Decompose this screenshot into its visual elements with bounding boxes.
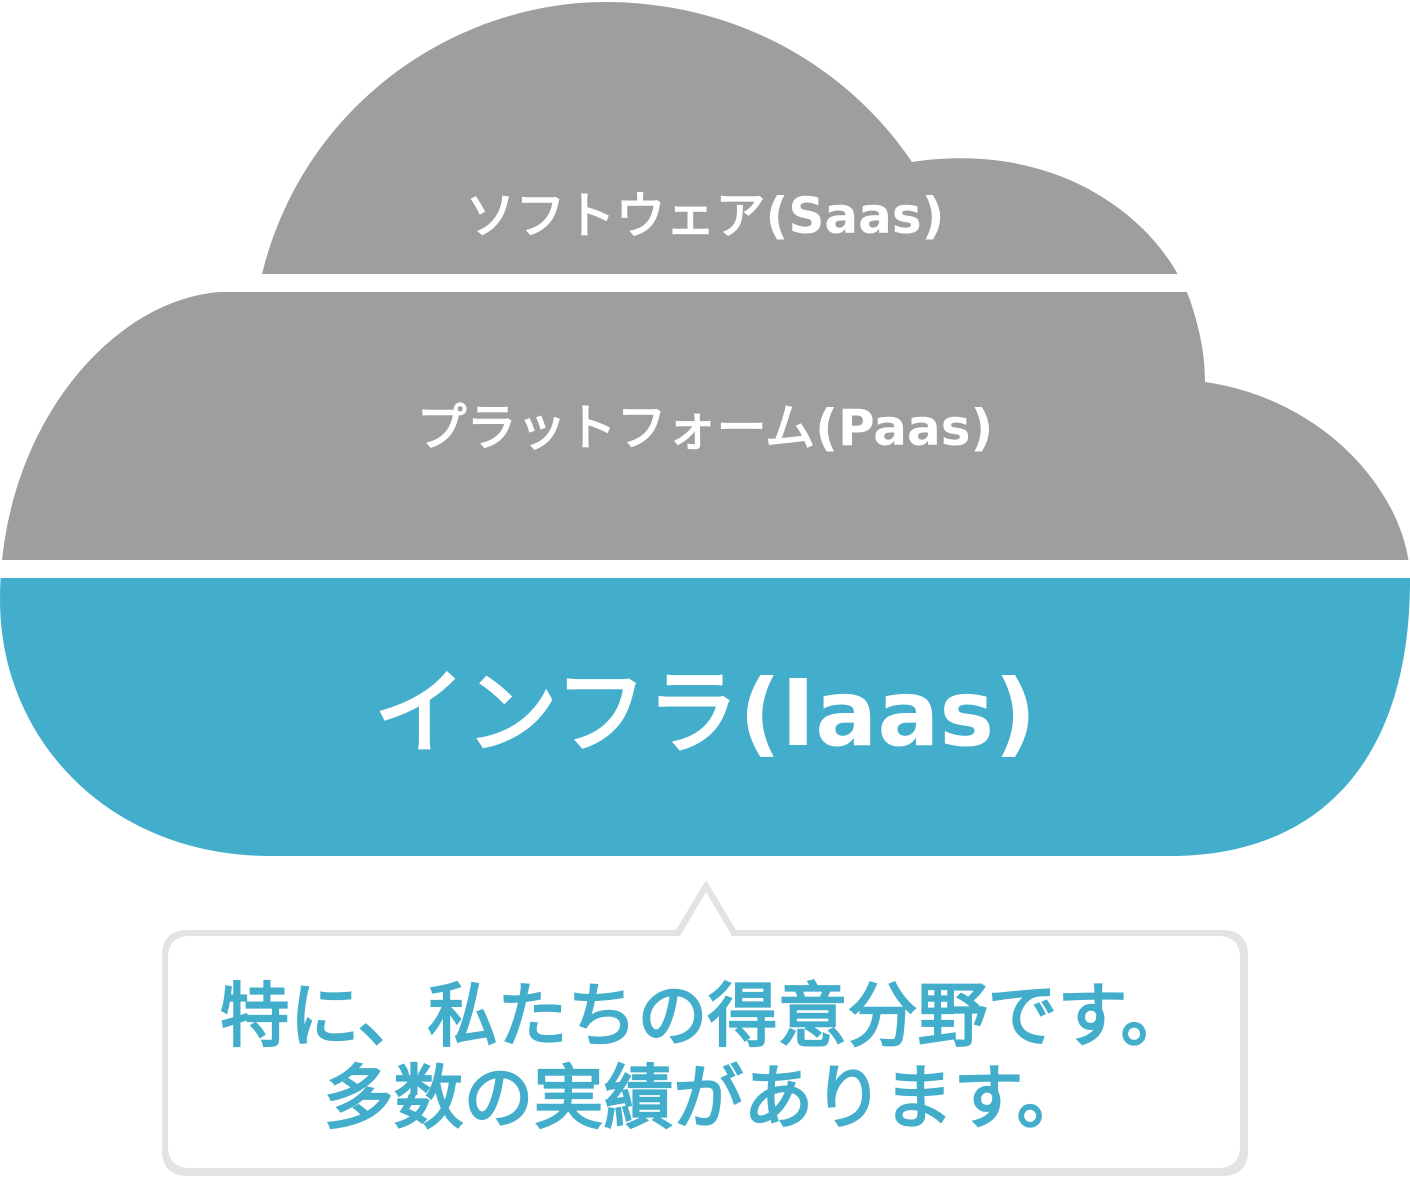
layer-paas-label: プラットフォーム(Paas) (417, 399, 994, 457)
layer-iaas-band (0, 578, 1410, 856)
layer-iaas-label: インフラ(Iaas) (374, 660, 1037, 767)
callout-body (168, 892, 1240, 1168)
layer-saas-label: ソフトウェア(Saas) (466, 187, 945, 245)
callout-text-line1: 特に、私たちの得意分野です。 (220, 975, 1191, 1057)
callout-bubble: 特に、私たちの得意分野です。 多数の実績があります。 (162, 880, 1248, 1176)
layer-paas-band (0, 292, 1410, 560)
callout-text-line2: 多数の実績があります。 (324, 1057, 1087, 1139)
